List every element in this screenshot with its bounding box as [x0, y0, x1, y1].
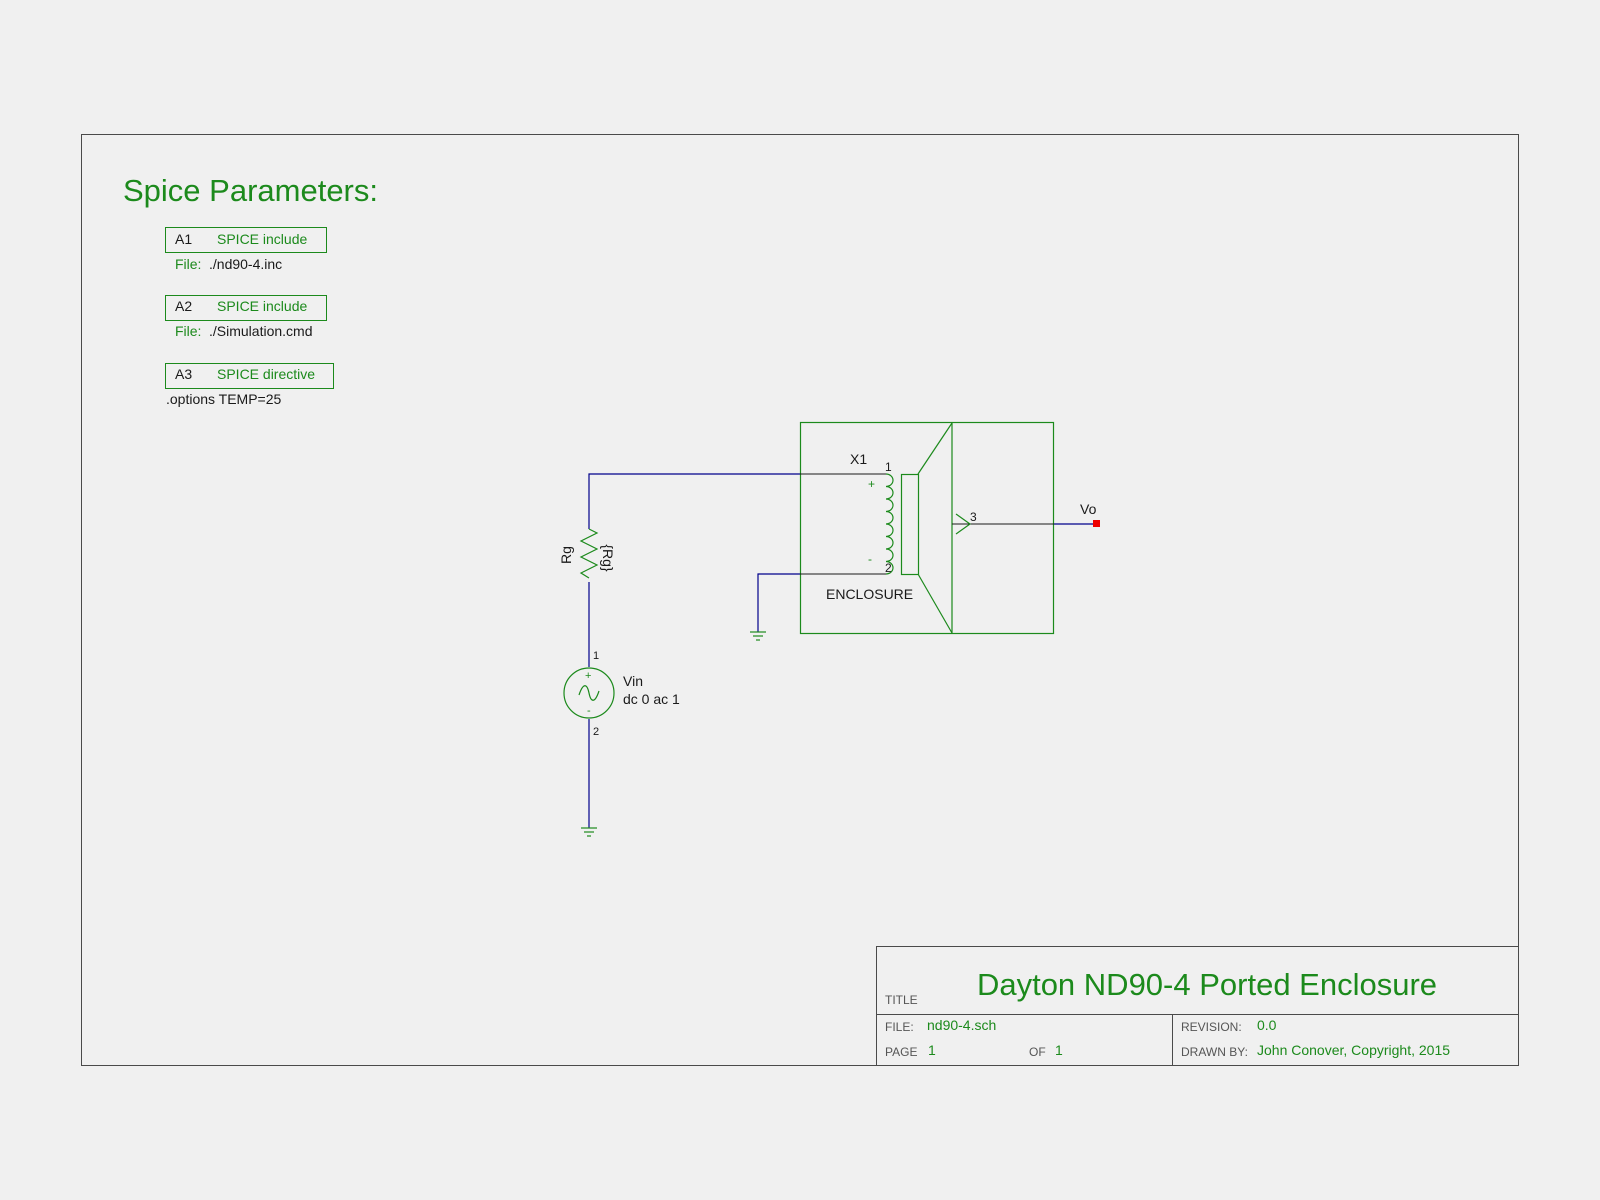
speaker-cone-top: [917, 422, 953, 475]
param-a2-box: [165, 295, 327, 321]
vin-plus-sign: +: [585, 670, 591, 682]
file-label: FILE:: [885, 1020, 914, 1034]
vin-body: [563, 667, 615, 719]
of-label: OF: [1029, 1045, 1046, 1059]
speaker-magnet: [900, 473, 920, 576]
speaker-pin1: 1: [885, 460, 892, 474]
output-vo[interactable]: Vo: [1080, 501, 1100, 527]
vin-pin2: 2: [593, 726, 599, 738]
revision-label: REVISION:: [1181, 1020, 1242, 1034]
param-a2-file-value: ./Simulation.cmd: [209, 323, 312, 339]
param-a3-box: [165, 363, 334, 389]
output-terminal: [1093, 520, 1100, 527]
param-a3-type: SPICE directive: [217, 366, 315, 382]
file-value: nd90-4.sch: [927, 1017, 996, 1033]
resistor-rg-name: Rg: [558, 546, 574, 564]
param-a2-type: SPICE include: [217, 298, 307, 314]
page-value: 1: [928, 1042, 936, 1058]
title-text: Dayton ND90-4 Ported Enclosure: [977, 967, 1437, 1002]
ground-speaker-icon: [750, 631, 766, 641]
param-a2-file-label: File:: [175, 323, 201, 339]
title-block: TITLE Dayton ND90-4 Ported Enclosure FIL…: [876, 946, 1519, 1066]
vin-name: Vin: [623, 673, 643, 689]
param-a1[interactable]: A1 SPICE include File: ./nd90-4.inc: [165, 227, 327, 273]
title-block-frame: [876, 946, 1519, 1066]
param-a1-type: SPICE include: [217, 231, 307, 247]
speaker-x1[interactable]: X1 1 2 3 + - ENCLOSURE: [799, 421, 1055, 635]
speaker-pin3: 3: [970, 510, 977, 524]
speaker-plus-sign: +: [868, 477, 875, 491]
param-a1-id: A1: [175, 231, 192, 247]
param-a1-box: [165, 227, 327, 253]
params-heading: Spice Parameters:: [123, 173, 378, 208]
vin-pin1: 1: [593, 650, 599, 662]
sheet-border: [81, 134, 1519, 1066]
param-a2-id: A2: [175, 298, 192, 314]
resistor-rg[interactable]: Rg {Rg}: [558, 528, 616, 579]
page-label: PAGE: [885, 1045, 917, 1059]
revision-value: 0.0: [1257, 1017, 1277, 1033]
output-label: Vo: [1080, 501, 1097, 517]
param-a3-id: A3: [175, 366, 192, 382]
of-value: 1: [1055, 1042, 1063, 1058]
drawn-by-label: DRAWN BY:: [1181, 1045, 1248, 1059]
param-a1-file-value: ./nd90-4.inc: [209, 256, 282, 272]
speaker-ref: X1: [850, 451, 867, 467]
param-a3-directive: .options TEMP=25: [166, 391, 282, 407]
drawn-by-value: John Conover, Copyright, 2015: [1257, 1042, 1450, 1058]
speaker-arrow-icon: [955, 513, 972, 535]
speaker-minus-sign: -: [868, 552, 872, 566]
title-label: TITLE: [885, 993, 918, 1007]
ground-vin-icon: [581, 827, 597, 837]
resistor-rg-value: {Rg}: [600, 544, 616, 572]
param-a3[interactable]: A3 SPICE directive .options TEMP=25: [165, 363, 334, 408]
resistor-rg-symbol: [579, 528, 599, 579]
wires: [588, 473, 1096, 828]
wire-top: [588, 473, 800, 529]
wire-spk-to-gnd: [757, 573, 800, 632]
param-a2[interactable]: A2 SPICE include File: ./Simulation.cmd: [165, 295, 327, 340]
speaker-coil-icon: [885, 473, 894, 575]
voltage-source-vin[interactable]: + - 1 2 Vin dc 0 ac 1: [563, 650, 680, 738]
speaker-enclosure-box: [799, 421, 1055, 635]
param-a1-file-label: File:: [175, 256, 201, 272]
speaker-enclosure-label: ENCLOSURE: [826, 586, 913, 602]
vin-value: dc 0 ac 1: [623, 691, 680, 707]
speaker-pin2: 2: [885, 561, 892, 575]
vin-sine-icon: [578, 685, 600, 701]
vin-minus-sign: -: [587, 705, 591, 717]
speaker-cone-bottom: [917, 573, 953, 634]
